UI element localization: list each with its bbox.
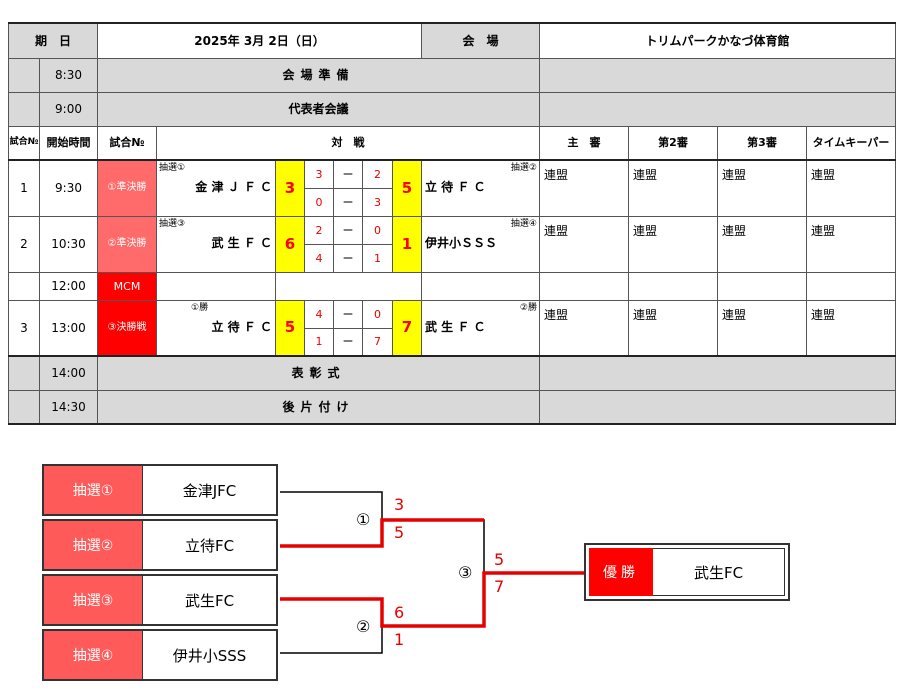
away-name: 伊井小ＳＳＳ: [425, 235, 498, 250]
away-draw: 抽選④: [510, 218, 537, 229]
bracket-score: 3: [394, 495, 405, 514]
away-draw: ②勝: [519, 302, 537, 313]
mcm-label: MCM: [97, 271, 157, 301]
champion-box: 優勝 武生FC: [584, 543, 790, 601]
away-name: 武 生 Ｆ Ｃ: [425, 319, 486, 334]
home-team: 抽選③ 武 生 Ｆ Ｃ: [156, 215, 276, 273]
bracket-match-mark: ①: [356, 510, 371, 529]
col-versus: 対 戦: [156, 125, 540, 161]
bracket-score: 5: [394, 523, 405, 542]
match-label: ①準決勝: [97, 159, 157, 217]
chief-ref: 連盟: [539, 299, 629, 357]
away-half2: 1: [362, 243, 393, 273]
event-time: 14:00: [39, 355, 98, 391]
bracket-win-line: [280, 571, 584, 628]
col-start-time: 開始時間: [39, 125, 98, 161]
match-no: 3: [8, 299, 40, 357]
dash: ー: [333, 187, 363, 217]
home-draw: ①勝: [191, 302, 209, 313]
home-draw: 抽選①: [159, 163, 186, 173]
away-half1: 0: [362, 215, 393, 245]
bracket-draw-label: 抽選③: [44, 576, 143, 624]
bracket-team: 金津JFC: [182, 481, 237, 500]
champion-label: 優勝: [589, 548, 653, 596]
col-third-ref: 第3審: [717, 125, 807, 161]
home-draw: 抽選③: [159, 218, 186, 229]
bracket-entry: 抽選① 金津JFC: [42, 464, 278, 516]
home-name: 金 津 Ｊ Ｆ Ｃ: [195, 180, 272, 194]
event-label: 表彰式: [97, 355, 540, 391]
bracket-score: 6: [394, 603, 405, 622]
champion-team: 武生FC: [653, 548, 785, 596]
home-total: 3: [275, 159, 305, 217]
away-team: ②勝 武 生 Ｆ Ｃ: [421, 299, 540, 357]
bracket-team: 立待FC: [184, 536, 235, 555]
bracket-line: [280, 626, 383, 654]
bracket-score: 5: [494, 550, 505, 569]
event-blank: [539, 57, 896, 93]
chief-ref: 連盟: [539, 215, 629, 273]
col-chief-ref: 主 審: [539, 125, 629, 161]
event-blank: [539, 355, 896, 391]
bracket-win-line: [280, 518, 484, 548]
third-ref: 連盟: [717, 299, 807, 357]
away-half2: 3: [362, 187, 393, 217]
third-ref: 連盟: [717, 159, 807, 217]
event-time: 14:30: [39, 389, 98, 425]
bracket-entry: 抽選② 立待FC: [42, 519, 278, 571]
bracket-match-mark: ②: [356, 617, 371, 636]
home-total: 6: [275, 215, 305, 273]
away-name: 立 待 Ｆ Ｃ: [425, 180, 486, 194]
event-time: 8:30: [39, 57, 98, 93]
bracket-entry: 抽選④ 伊井小SSS: [42, 629, 278, 681]
match-time: 13:00: [39, 299, 98, 357]
second-ref: 連盟: [628, 299, 718, 357]
bracket-entry: 抽選③ 武生FC: [42, 574, 278, 626]
event-label: 後片付け: [97, 389, 540, 425]
bracket-draw-label: 抽選④: [44, 631, 143, 679]
bracket-score: 1: [394, 630, 405, 649]
home-team: 抽選① 金 津 Ｊ Ｆ Ｃ: [156, 159, 276, 217]
schedule-table: 期 日 2025年 3月 2日（日） 会 場 トリムパークかなづ体育館 8:30…: [8, 22, 896, 425]
bracket-line: [280, 491, 383, 520]
mcm-blank: [8, 271, 40, 301]
bracket-draw-label: 抽選①: [44, 466, 143, 514]
bracket-team: 伊井小SSS: [172, 646, 247, 665]
dash: ー: [333, 215, 363, 245]
event-label: 代表者会議: [97, 91, 540, 127]
col-timekeeper: タイムキーパー: [806, 125, 896, 161]
event-blank: [539, 389, 896, 425]
second-ref: 連盟: [628, 159, 718, 217]
home-name: 武 生 Ｆ Ｃ: [211, 235, 272, 250]
bracket-match-mark: ③: [458, 563, 473, 582]
match-no: 1: [8, 159, 40, 217]
event-blank: [8, 389, 40, 425]
event-label: 会場準備: [97, 57, 540, 93]
away-team: 抽選④ 伊井小ＳＳＳ: [421, 215, 540, 273]
match-time: 10:30: [39, 215, 98, 273]
bracket-team: 武生FC: [184, 591, 235, 610]
match-no: 2: [8, 215, 40, 273]
home-total: 5: [275, 299, 305, 357]
away-draw: 抽選②: [510, 163, 537, 173]
away-total: 1: [392, 215, 422, 273]
date-label: 期 日: [8, 22, 98, 59]
date-value: 2025年 3月 2日（日）: [97, 22, 422, 59]
home-name: 立 待 Ｆ Ｃ: [211, 319, 272, 334]
match-label: ②準決勝: [97, 215, 157, 273]
event-blank: [8, 91, 40, 127]
event-blank: [8, 57, 40, 93]
venue-label: 会 場: [421, 22, 540, 59]
third-ref: 連盟: [717, 215, 807, 273]
home-team: ①勝 立 待 Ｆ Ｃ: [156, 299, 276, 357]
bracket-score: 7: [494, 577, 505, 596]
venue-value: トリムパークかなづ体育館: [539, 22, 896, 59]
second-ref: 連盟: [628, 215, 718, 273]
bracket-draw-label: 抽選②: [44, 521, 143, 569]
